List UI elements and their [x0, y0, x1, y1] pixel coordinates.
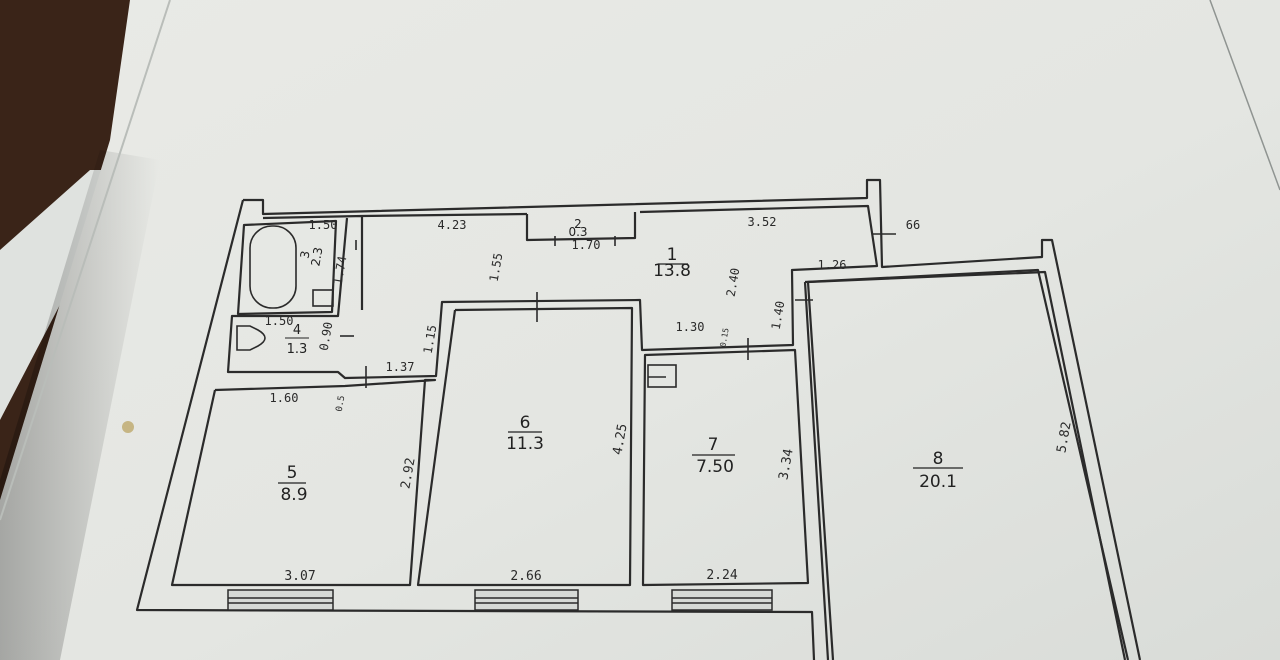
closet-niche: [525, 212, 637, 242]
dimension-labels: 1.50 4.23 1.70 3.52 66 1.55 2.40 1.26 1.…: [265, 215, 1075, 584]
dim-hall-gap: 1.15: [421, 324, 440, 355]
dim-room1-height: 2.40: [724, 267, 743, 298]
dim-wall-mark: 66: [906, 218, 920, 232]
dim-bath-top: 1.50: [309, 218, 338, 232]
room8-wall: [803, 268, 1130, 660]
room-8-area: 20.1: [919, 472, 957, 492]
dim-kitchen-small: 0.15: [718, 327, 730, 348]
window-room6: [474, 589, 579, 611]
room-2-label: 2 0.3: [568, 217, 587, 239]
dim-hall-height: 1.55: [487, 252, 506, 283]
paper-stain: [122, 421, 134, 433]
dim-room1-top: 3.52: [748, 215, 777, 229]
room-7-label: 7 7.50: [692, 435, 735, 477]
dim-room6-height: 4.25: [610, 423, 630, 456]
room5-wall: [170, 378, 437, 587]
room-5-area: 8.9: [280, 485, 307, 505]
inner-wall-outline: [226, 204, 879, 380]
paper-edge-line: [0, 0, 171, 521]
bath-block: [236, 219, 338, 316]
window-room5: [227, 589, 334, 611]
dim-corridor-width: 1.37: [386, 360, 415, 374]
room-7-number: 7: [708, 435, 719, 455]
dim-room7-height: 3.34: [776, 448, 796, 482]
room-1-area: 13.8: [653, 261, 691, 281]
room6-wall: [416, 306, 634, 587]
room-3-number: 3: [298, 250, 313, 260]
room-6-label: 6 11.3: [506, 413, 544, 454]
window-room7: [671, 589, 773, 611]
bathtub-icon: [249, 225, 297, 309]
dim-bath-side: 1.74: [331, 255, 350, 286]
room-6-area: 11.3: [506, 434, 544, 454]
room-6-number: 6: [520, 413, 531, 433]
room-3-area: 2.3: [308, 246, 325, 267]
dim-room5-height: 2.92: [398, 457, 418, 490]
door-marks: [340, 233, 896, 388]
room-4-label: 4 1.3: [285, 323, 309, 357]
room-8-number: 8: [933, 449, 944, 469]
fixtures: [236, 225, 677, 388]
room-5-number: 5: [287, 463, 298, 483]
room-4-number: 4: [293, 323, 301, 338]
room-1-label: 1 13.8: [653, 245, 691, 281]
dim-room5-top: 1.60: [270, 391, 299, 405]
walls: [135, 178, 1142, 660]
dim-step-width: 1.26: [818, 258, 847, 272]
paper-fold-line: [1209, 0, 1280, 191]
room-2-number: 2: [574, 217, 582, 231]
dim-hall-top: 4.23: [438, 218, 467, 232]
sink-icon: [312, 289, 334, 307]
dim-step-height: 1.40: [769, 300, 788, 331]
dim-room8-height: 5.82: [1054, 421, 1074, 454]
dim-wc-side: 0.90: [317, 321, 336, 352]
room-5-label: 5 8.9: [278, 463, 308, 505]
windows: [227, 589, 773, 611]
dim-room6-width: 2.66: [510, 569, 541, 584]
dim-closet-width: 1.70: [572, 238, 601, 252]
dim-room5-width: 3.07: [284, 569, 315, 584]
outer-wall-outline: [135, 178, 1142, 660]
room-2-area: 0.3: [568, 225, 587, 239]
room-4-area: 1.3: [287, 342, 308, 357]
dim-room5-gap: 0.5: [335, 395, 348, 413]
room-7-area: 7.50: [696, 457, 734, 477]
room-labels: 1 13.8 2 0.3 3 2.3 4 1.3 5 8.9 6 11.3 7: [278, 217, 963, 505]
vent-icon: [647, 364, 677, 388]
dim-kitchen-ledge: 1.30: [676, 320, 705, 334]
room-3-label: 3 2.3: [298, 246, 326, 267]
paper-edge-shade: [0, 150, 160, 660]
dim-room7-width: 2.24: [706, 568, 737, 583]
toilet-icon: [236, 325, 266, 351]
room-8-label: 8 20.1: [913, 449, 963, 492]
dim-wc-top: 1.50: [265, 314, 294, 328]
room7-wall: [641, 348, 810, 587]
room-1-number: 1: [667, 245, 678, 265]
